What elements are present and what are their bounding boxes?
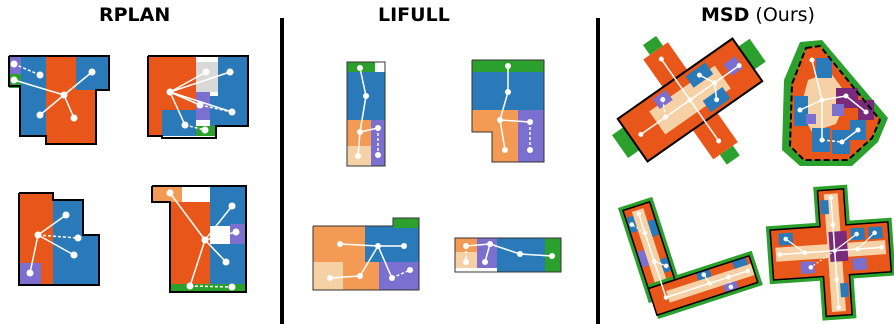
header-lifull-label: LIFULL	[378, 4, 450, 26]
lifull-plan-4	[454, 237, 562, 273]
msd-plan-2	[782, 40, 888, 166]
lifull-plan-2	[471, 59, 545, 163]
lifull-plan-3	[312, 217, 420, 291]
rplan-plan-1	[8, 55, 110, 145]
msd-plan-3	[617, 196, 763, 319]
msd-plan-1	[612, 35, 766, 165]
rplan-plan-4	[151, 185, 247, 293]
rplan-plan-2	[147, 55, 249, 139]
rplan-plan-3	[18, 192, 100, 286]
msd-plan-4	[765, 184, 894, 321]
header-rplan: RPLAN	[99, 4, 170, 26]
divider-left	[280, 18, 284, 324]
header-msd-suffix: (Ours)	[755, 4, 815, 26]
header-msd: MSD (Ours)	[701, 4, 815, 26]
header-msd-label: MSD	[701, 4, 750, 26]
header-rplan-label: RPLAN	[99, 4, 171, 26]
header-lifull: LIFULL	[378, 4, 450, 26]
divider-right	[596, 18, 600, 324]
lifull-plan-1	[346, 61, 386, 167]
